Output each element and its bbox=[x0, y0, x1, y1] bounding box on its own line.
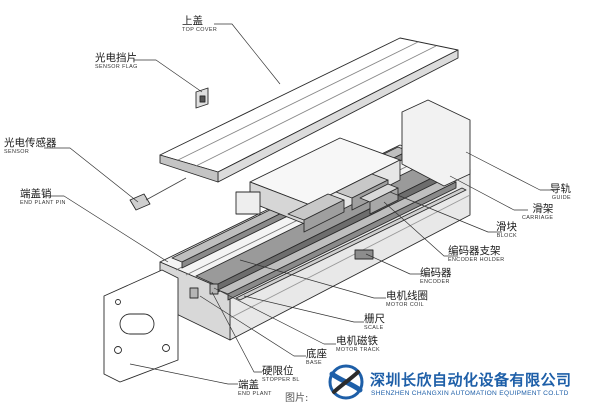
label-encoder-holder: 编码器支架 ENCODER HOLDER bbox=[448, 246, 505, 263]
label-guide: 导轨 GUIDE bbox=[550, 184, 571, 201]
label-encoder: 编码器 ENCODER bbox=[420, 268, 452, 285]
label-end-plant-cn: 端盖 bbox=[238, 379, 259, 391]
label-encoder-en: ENCODER bbox=[420, 278, 450, 285]
label-scale: 栅尺 SCALE bbox=[364, 314, 385, 331]
label-motor-coil: 电机线圈 MOTOR COIL bbox=[386, 291, 428, 308]
label-base-cn: 底座 bbox=[306, 348, 327, 360]
company-name-en: SHENZHEN CHANGXIN AUTOMATION EQUIPMENT C… bbox=[371, 390, 569, 397]
leader-lines bbox=[44, 23, 556, 385]
label-end-plant: 端盖 END PLANT bbox=[238, 380, 272, 397]
label-carriage: 滑架 CARRIAGE bbox=[522, 204, 553, 221]
sensor-shape bbox=[129, 177, 187, 211]
encoder-shape bbox=[354, 249, 374, 260]
label-motor-track: 电机磁铁 MOTOR TRACK bbox=[336, 336, 380, 353]
label-motor-track-cn: 电机磁铁 bbox=[336, 335, 378, 347]
label-stopper-en: STOPPER BL bbox=[262, 376, 300, 383]
label-top-cover-cn: 上盖 bbox=[182, 15, 203, 27]
label-motor-coil-en: MOTOR COIL bbox=[386, 301, 425, 308]
label-encoder-holder-en: ENCODER HOLDER bbox=[448, 256, 505, 263]
label-motor-track-en: MOTOR TRACK bbox=[336, 346, 381, 353]
label-carriage-en: CARRIAGE bbox=[522, 214, 554, 221]
label-sensor-flag-en: SENSOR FLAG bbox=[95, 63, 138, 70]
label-motor-coil-cn: 电机线圈 bbox=[386, 290, 428, 302]
label-guide-en: GUIDE bbox=[551, 194, 571, 201]
label-block-en: BLOCK bbox=[496, 232, 517, 239]
label-top-cover-en: TOP COVER bbox=[182, 26, 218, 33]
label-sensor: 光电传感器 SENSOR bbox=[4, 138, 57, 155]
label-end-plant-pin-cn: 端盖销 bbox=[20, 188, 52, 200]
sensor-flag-shape bbox=[195, 87, 209, 109]
label-block: 滑块 BLOCK bbox=[496, 222, 517, 239]
label-encoder-holder-cn: 编码器支架 bbox=[448, 245, 501, 257]
label-sensor-en: SENSOR bbox=[4, 148, 30, 155]
label-base-en: BASE bbox=[306, 359, 322, 366]
label-stopper: 硬限位 STOPPER BL bbox=[262, 366, 300, 383]
label-top-cover: 上盖 TOP COVER bbox=[182, 16, 217, 33]
label-stopper-cn: 硬限位 bbox=[262, 365, 294, 377]
label-end-plant-pin: 端盖销 END PLANT PIN bbox=[20, 189, 66, 206]
end-plant-rear-shape bbox=[401, 99, 471, 187]
label-sensor-cn: 光电传感器 bbox=[4, 137, 57, 149]
company-logo-icon bbox=[328, 364, 364, 400]
label-base: 底座 BASE bbox=[306, 349, 327, 366]
end-plant-shape bbox=[103, 269, 179, 383]
label-block-cn: 滑块 bbox=[496, 221, 517, 233]
label-guide-cn: 导轨 bbox=[550, 183, 571, 195]
stopper-shapes bbox=[189, 283, 219, 299]
label-scale-en: SCALE bbox=[364, 324, 384, 331]
guide-rail-right-shape bbox=[217, 177, 457, 301]
label-scale-cn: 栅尺 bbox=[364, 313, 385, 325]
label-carriage-cn: 滑架 bbox=[532, 203, 554, 215]
label-sensor-flag-cn: 光电挡片 bbox=[95, 52, 137, 64]
encoder-holder-shape bbox=[359, 183, 399, 215]
top-cover-shape bbox=[159, 37, 459, 183]
label-end-plant-pin-en: END PLANT PIN bbox=[20, 199, 66, 206]
label-end-plant-en: END PLANT bbox=[238, 390, 272, 397]
scale-strip-shape bbox=[235, 187, 467, 301]
image-tag: 图片: bbox=[285, 393, 309, 404]
label-encoder-cn: 编码器 bbox=[420, 267, 452, 279]
label-sensor-flag: 光电挡片 SENSOR FLAG bbox=[95, 53, 138, 70]
company-name-cn: 深圳长欣自动化设备有限公司 bbox=[370, 371, 572, 389]
